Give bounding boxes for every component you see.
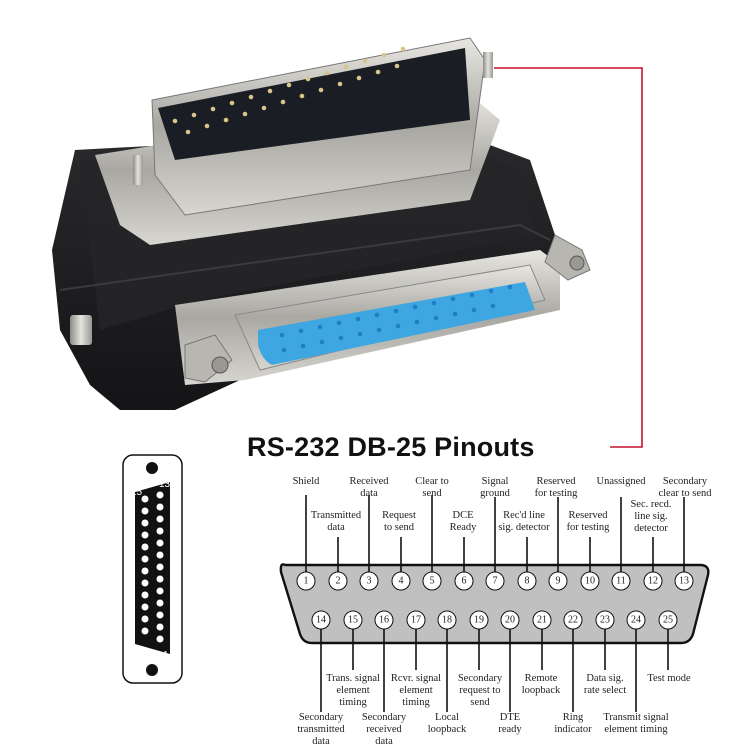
pin-23-label: Data sig.rate select [583, 673, 627, 696]
pin-3: 3 [359, 571, 379, 591]
pin-25: 25 [658, 610, 678, 630]
pin-21: 21 [532, 610, 552, 630]
female-db25-shell [70, 234, 591, 385]
page-title: RS-232 DB-25 Pinouts [247, 432, 535, 462]
small-connector-label-14: 14 [131, 645, 143, 656]
leader-line [494, 67, 643, 448]
pin-25-label: Test mode [647, 673, 691, 684]
small-db25-face-diagram [122, 454, 183, 684]
pin-2: 2 [328, 571, 348, 591]
small-connector-label-25: 25 [131, 487, 143, 498]
pin-8: 8 [517, 571, 537, 591]
pin-4: 4 [391, 571, 411, 591]
male-db25-shell [95, 37, 500, 245]
pin-23: 23 [595, 610, 615, 630]
pin-12-label: Sec. recd.line sig.detector [630, 499, 672, 534]
pin-11: 11 [611, 571, 631, 591]
pin-18: 18 [437, 610, 457, 630]
pin-9: 9 [548, 571, 568, 591]
small-connector-label-13: 13 [159, 479, 171, 490]
pin-7: 7 [485, 571, 505, 591]
pin-19: 19 [469, 610, 489, 630]
pin-17: 17 [406, 610, 426, 630]
pin-1: 1 [296, 571, 316, 591]
pin-14: 14 [311, 610, 331, 630]
pin-11-label: Unassigned [596, 476, 646, 487]
pin-10: 10 [580, 571, 600, 591]
pin-12: 12 [643, 571, 663, 591]
pin-15: 15 [343, 610, 363, 630]
pin-20: 20 [500, 610, 520, 630]
pin-13: 13 [674, 571, 694, 591]
pin-24: 24 [626, 610, 646, 630]
pin-1-label: Shield [292, 476, 320, 487]
small-connector-label-1: 1 [163, 650, 169, 661]
pin-5: 5 [422, 571, 442, 591]
pin-6: 6 [454, 571, 474, 591]
db25-adapter-photo [52, 37, 591, 410]
pin-22: 22 [563, 610, 583, 630]
pin-16: 16 [374, 610, 394, 630]
